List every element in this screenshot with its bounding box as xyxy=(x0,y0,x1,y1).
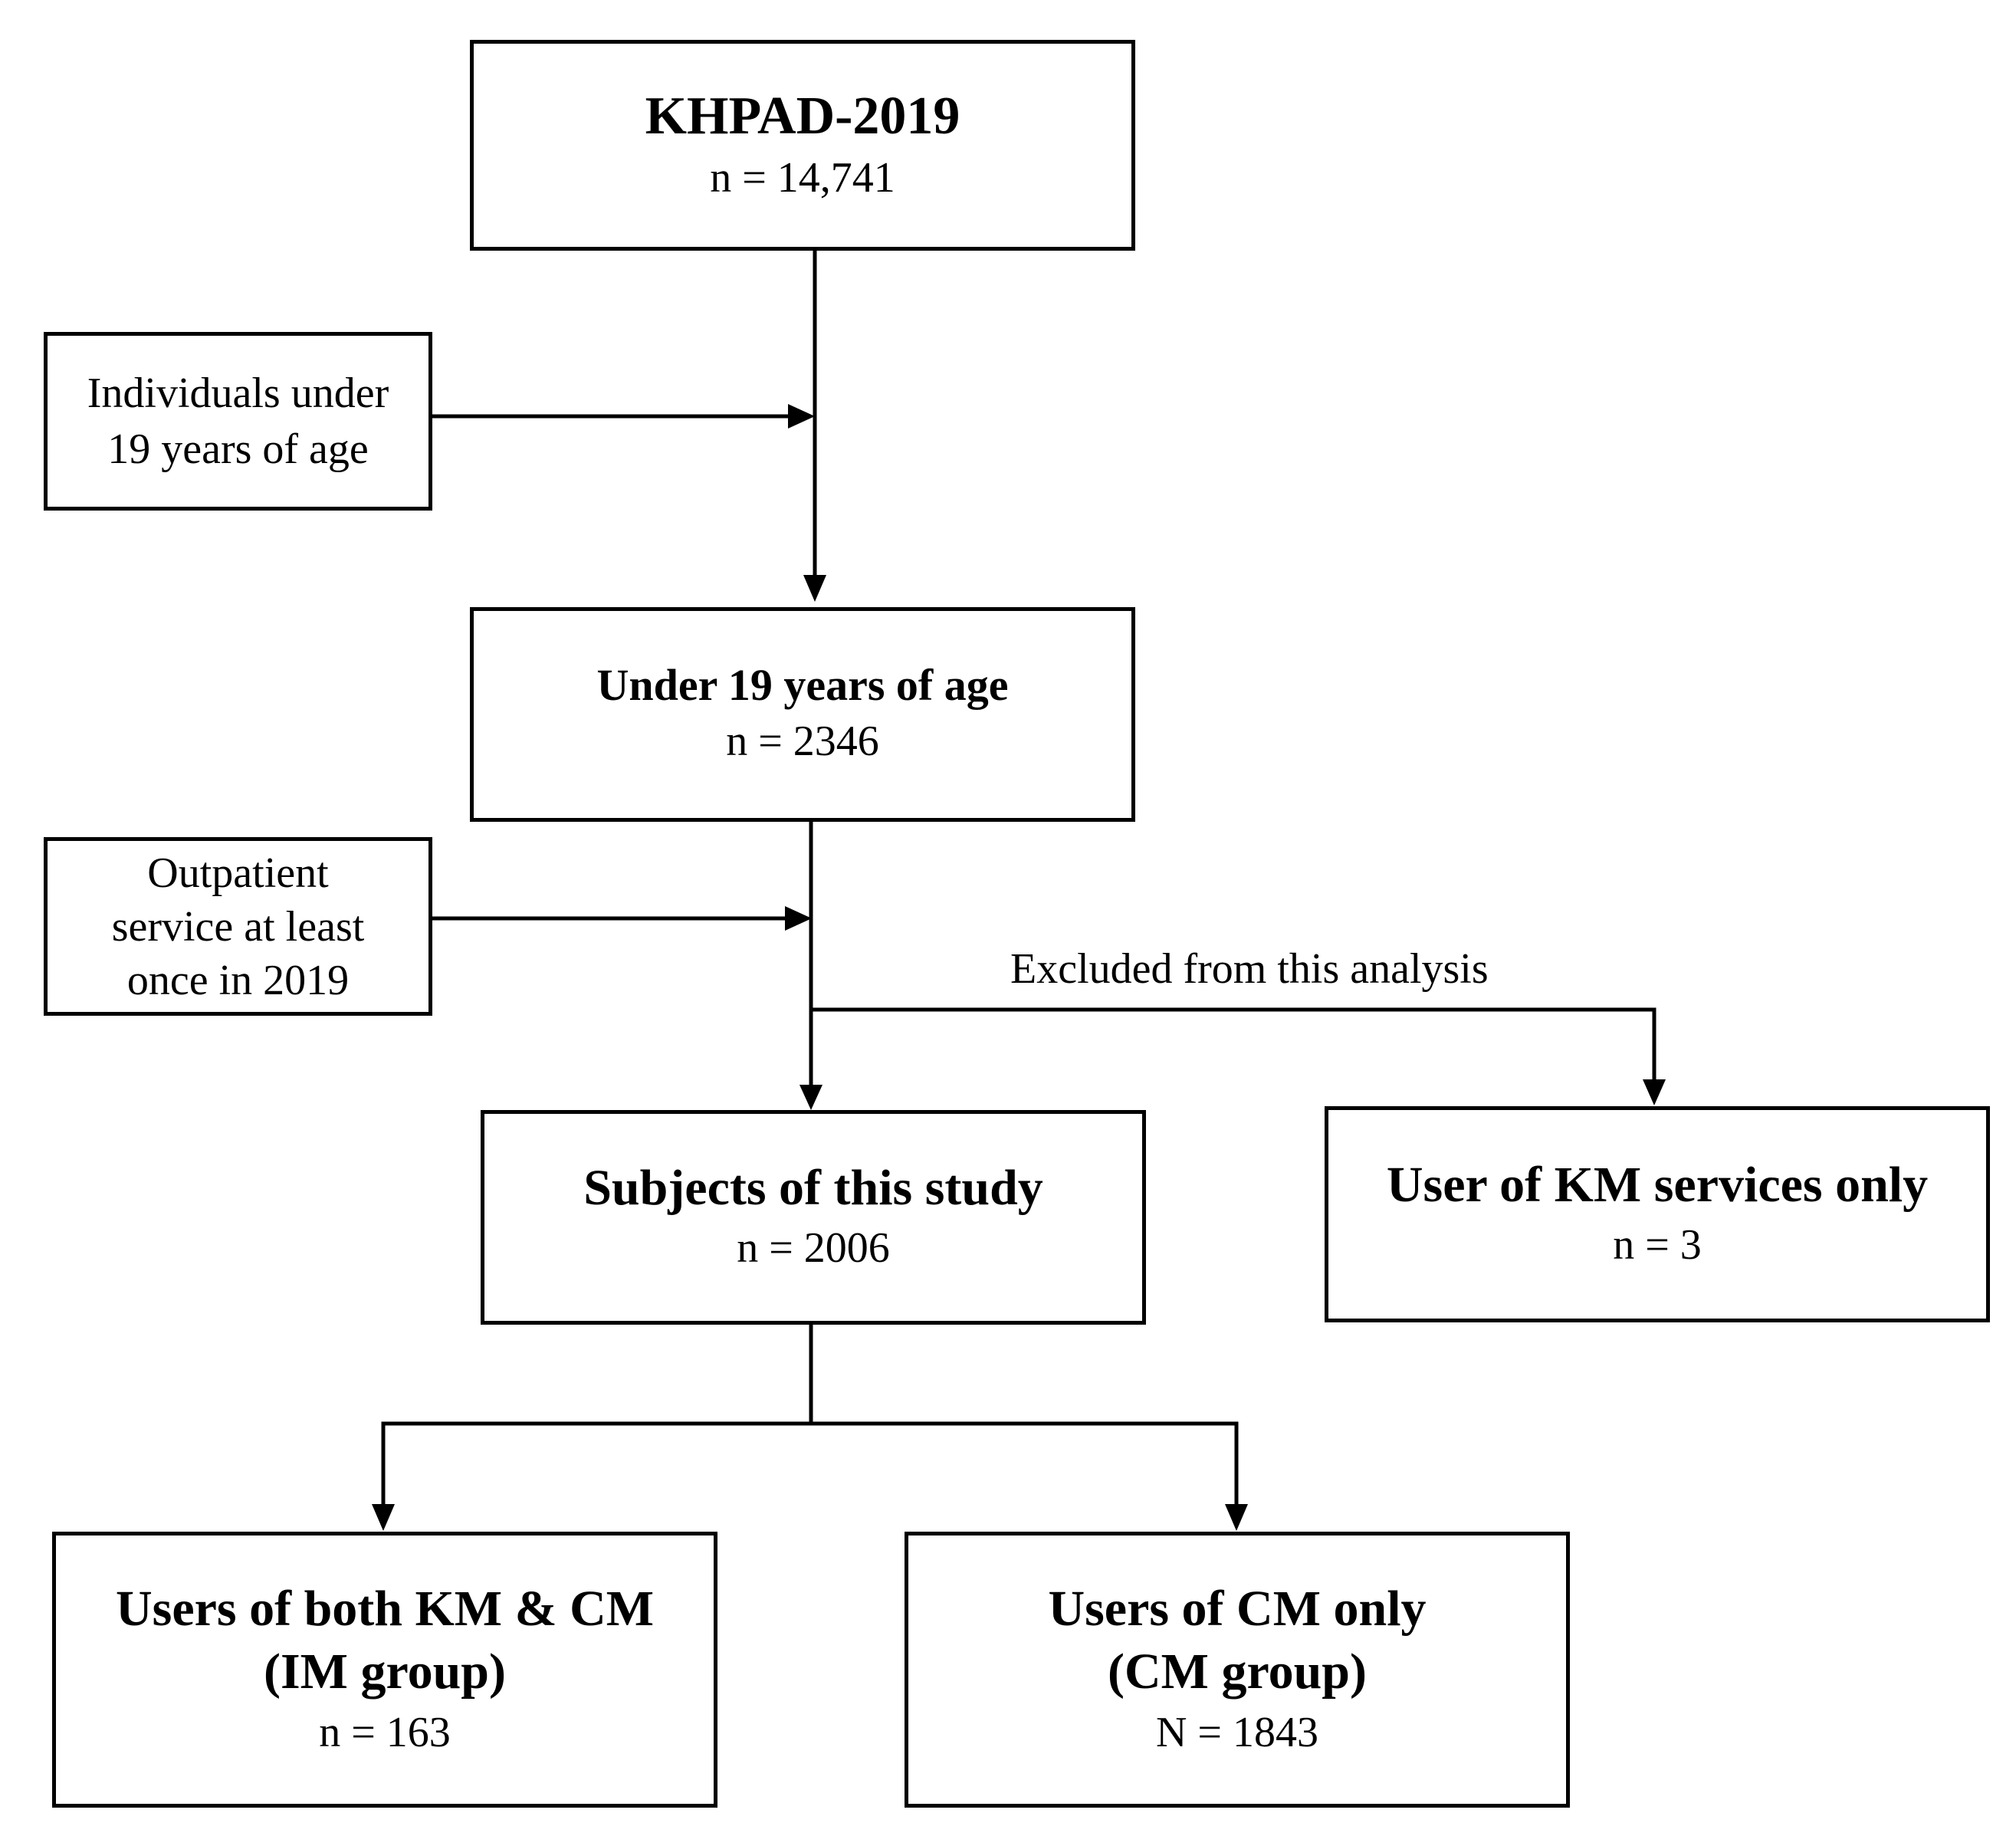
im-group-count: n = 163 xyxy=(319,1708,451,1756)
outpatient-criterion-line2: service at least xyxy=(111,902,365,951)
cm-group-title-line2: (CM group) xyxy=(1108,1644,1367,1700)
age-criterion-box: Individuals under 19 years of age xyxy=(44,332,432,511)
under19-title: Under 19 years of age xyxy=(596,659,1009,710)
arrowhead-cm-group xyxy=(1225,1504,1248,1531)
km-only-count: n = 3 xyxy=(1613,1221,1702,1269)
age-criterion-line1: Individuals under xyxy=(87,369,389,417)
outpatient-criterion-line3: once in 2019 xyxy=(126,956,350,1004)
subjects-title: Subjects of this study xyxy=(583,1159,1043,1216)
km-only-title: User of KM services only xyxy=(1386,1156,1929,1213)
arrowhead-im-group xyxy=(372,1504,395,1531)
km-only-box: User of KM services only n = 3 xyxy=(1325,1106,1990,1322)
cm-group-title-line1: Users of CM only xyxy=(1048,1580,1427,1637)
under19-box: Under 19 years of age n = 2346 xyxy=(470,607,1135,822)
outpatient-criterion-line1: Outpatient xyxy=(147,849,329,897)
khpad-count: n = 14,741 xyxy=(710,154,895,202)
excluded-label: Excluded from this analysis xyxy=(1010,945,1489,993)
split-branch-right xyxy=(811,1421,1239,1506)
subjects-box: Subjects of this study n = 2006 xyxy=(481,1110,1146,1325)
arrow-excluded-branch xyxy=(813,1007,1656,1082)
arrowhead-under19 xyxy=(803,575,826,602)
khpad-title: KHPAD-2019 xyxy=(645,86,960,146)
arrowhead-km-only xyxy=(1643,1079,1666,1105)
under19-count: n = 2346 xyxy=(726,718,879,766)
arrowhead-subjects xyxy=(800,1085,822,1110)
cm-group-box: Users of CM only (CM group) N = 1843 xyxy=(905,1532,1570,1808)
im-group-title-line1: Users of both KM & CM xyxy=(115,1580,655,1637)
im-group-title-line2: (IM group) xyxy=(264,1644,506,1700)
outpatient-criterion-box: Outpatient service at least once in 2019 xyxy=(44,837,432,1016)
split-branch xyxy=(381,1321,813,1506)
khpad-box: KHPAD-2019 n = 14,741 xyxy=(470,40,1135,251)
im-group-box: Users of both KM & CM (IM group) n = 163 xyxy=(52,1532,717,1808)
arrowhead-age-criterion xyxy=(788,404,815,429)
age-criterion-line2: 19 years of age xyxy=(107,425,369,473)
subjects-count: n = 2006 xyxy=(737,1224,890,1273)
arrowhead-outpatient-criterion xyxy=(785,906,812,931)
cm-group-count: N = 1843 xyxy=(1155,1708,1319,1756)
